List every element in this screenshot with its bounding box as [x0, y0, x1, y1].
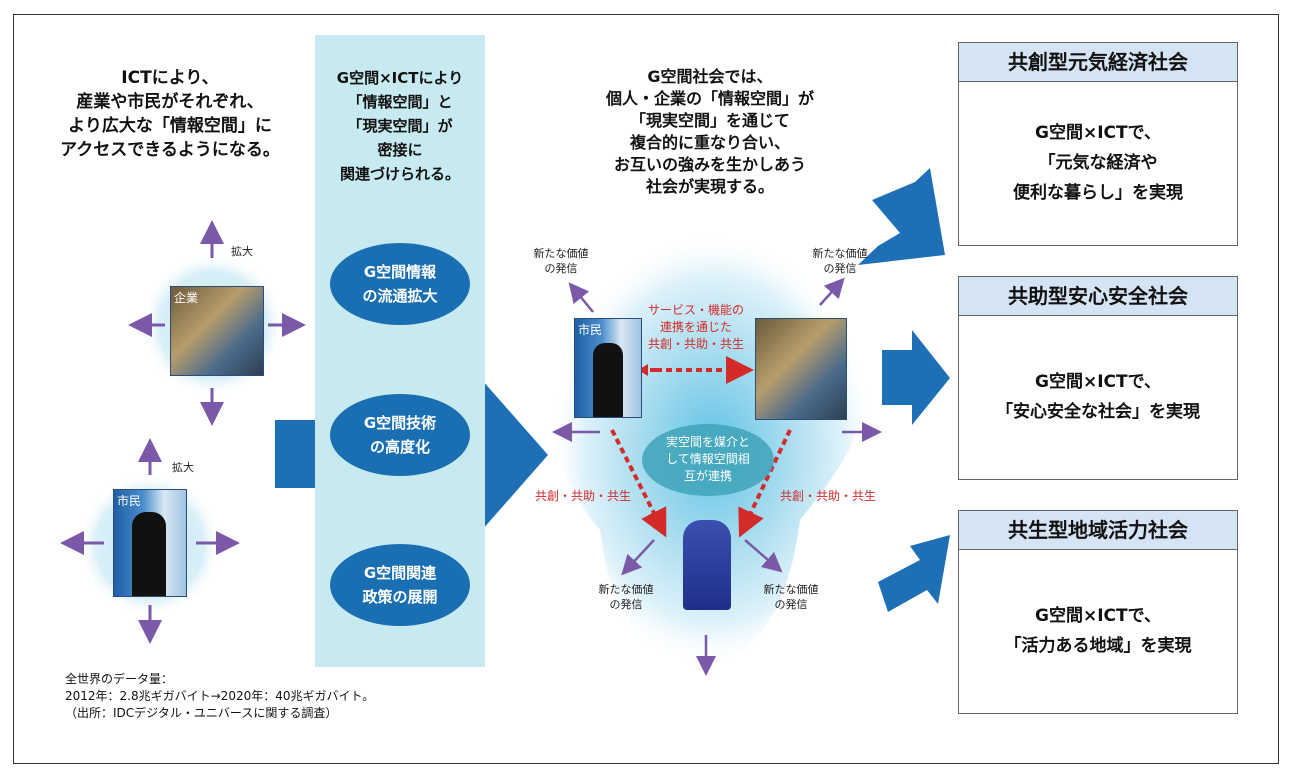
new-value-line: の発信 [823, 262, 857, 275]
center-heading-line: 複合的に重なり合い、 [629, 133, 790, 152]
expand-label-top: 拡大 [231, 245, 253, 258]
center-heading-line: 社会が実現する。 [645, 177, 774, 196]
company-photo: 企業 [170, 286, 264, 376]
data-note-line: 全世界のデータ量： [65, 672, 174, 686]
box-title: 共創型元気経済社会 [959, 43, 1237, 82]
citizen-center-label: 市民 [578, 323, 603, 337]
center-heading-line: G空間社会では、 [647, 67, 773, 86]
box-line: 便利な暮らし」を実現 [1013, 183, 1183, 203]
left-heading-line: 産業や市民がそれぞれ、 [76, 92, 264, 112]
new-value-top-left: 新たな価値 の発信 [518, 246, 604, 276]
result-box-safety: 共助型安心安全社会 G空間×ICTで、 「安心安全な社会」を実現 [958, 276, 1238, 480]
new-value-line: 新たな価値 [533, 247, 589, 260]
oval-line: G空間情報 [363, 263, 437, 281]
left-heading-line: より広大な「情報空間」に [68, 116, 272, 136]
middle-heading-line: 「現実空間」が [347, 117, 453, 135]
box-body: G空間×ICTで、 「活力ある地域」を実現 [959, 550, 1237, 712]
box-line: G空間×ICTで、 [1035, 123, 1161, 143]
center-heading-line: 個人・企業の「情報空間」が [605, 89, 814, 108]
core-ellipse [642, 424, 774, 496]
new-value-line: の発信 [774, 598, 808, 611]
left-heading: ICTにより、 産業や市民がそれぞれ、 より広大な「情報空間」に アクセスできる… [40, 66, 300, 162]
red-links [610, 356, 792, 538]
box-body: G空間×ICTで、 「元気な経済や 便利な暮らし」を実現 [959, 82, 1237, 244]
oval-line: G空間技術 [363, 414, 437, 432]
box-title: 共助型安心安全社会 [959, 277, 1237, 316]
result-box-community: 共生型地域活力社会 G空間×ICTで、 「活力ある地域」を実現 [958, 510, 1238, 714]
oval-line: G空間関連 [363, 564, 437, 582]
oval-line: の高度化 [369, 438, 430, 456]
service-link-line: 共創・共助・共生 [647, 337, 744, 351]
data-note-line: 2012年：2.8兆ギガバイト→2020年：40兆ギガバイト。 [65, 689, 375, 703]
center-heading-line: 「現実空間」を通じて [629, 111, 790, 130]
oval-policy: G空間関連 政策の展開 [330, 544, 470, 626]
new-value-bottom-left: 新たな価値 の発信 [583, 582, 669, 612]
new-value-line: の発信 [609, 598, 643, 611]
citizen-photo-center: 市民 [574, 318, 642, 418]
box-line: G空間×ICTで、 [1035, 372, 1161, 392]
co-label-left: 共創・共助・共生 [534, 489, 631, 503]
oval-line: 政策の展開 [362, 588, 438, 606]
expand-label-bottom: 拡大 [172, 461, 194, 474]
new-value-line: 新たな価値 [812, 247, 868, 260]
box-line: 「活力ある地域」を実現 [1004, 636, 1192, 656]
middle-heading-line: 「情報空間」と [347, 93, 453, 111]
arrow-to-box-3 [878, 535, 950, 612]
oval-line: の流通拡大 [362, 287, 438, 305]
citizen-expand-arrows [60, 438, 240, 644]
center-arrows [552, 277, 882, 676]
arrow-to-box-1 [858, 168, 945, 265]
service-link-line: 連携を通じた [659, 320, 732, 334]
result-box-economy: 共創型元気経済社会 G空間×ICTで、 「元気な経済や 便利な暮らし」を実現 [958, 42, 1238, 246]
arrow-to-box-2 [882, 330, 950, 425]
oval-technology: G空間技術 の高度化 [330, 394, 470, 476]
core-line: して情報空間相 [666, 452, 750, 466]
center-heading: G空間社会では、 個人・企業の「情報空間」が 「現実空間」を通じて 複合的に重な… [560, 66, 860, 198]
new-value-line: 新たな価値 [763, 583, 819, 596]
center-heading-line: お互いの強みを生かしあう [613, 155, 806, 174]
middle-heading-line: G空間×ICTにより [336, 69, 464, 87]
co-label-right: 共創・共助・共生 [779, 489, 876, 503]
left-heading-line: ICTにより、 [121, 68, 219, 88]
citizen-photo-label: 市民 [117, 494, 142, 508]
new-value-bottom-right: 新たな価値 の発信 [748, 582, 834, 612]
new-value-line: の発信 [544, 262, 578, 275]
middle-heading-line: 関連づけられる。 [339, 165, 460, 183]
diagram-frame [13, 14, 1279, 764]
service-link-label: サービス・機能の 連携を通じた 共創・共助・共生 [630, 302, 762, 353]
box-line: 「元気な経済や [1038, 153, 1158, 173]
middle-heading: G空間×ICTにより 「情報空間」と 「現実空間」が 密接に 関連づけられる。 [315, 66, 485, 186]
box-body: G空間×ICTで、 「安心安全な社会」を実現 [959, 316, 1237, 478]
worker-figure [683, 520, 731, 610]
red-arrowhead-left [638, 364, 648, 376]
core-text: 実空間を媒介と して情報空間相 互が連携 [648, 434, 768, 485]
oval-distribution: G空間情報 の流通拡大 [330, 243, 470, 325]
service-link-line: サービス・機能の [647, 303, 744, 317]
data-volume-note: 全世界のデータ量： 2012年：2.8兆ギガバイト→2020年：40兆ギガバイト… [65, 671, 485, 722]
citizen-photo-left: 市民 [113, 489, 187, 597]
box-line: G空間×ICTで、 [1035, 606, 1161, 626]
company-expand-arrows [128, 220, 306, 426]
new-value-line: 新たな価値 [598, 583, 654, 596]
middle-heading-line: 密接に [377, 141, 423, 159]
box-line: 「安心安全な社会」を実現 [996, 402, 1200, 422]
left-heading-line: アクセスできるようになる。 [60, 140, 280, 160]
core-line: 互が連携 [683, 469, 732, 483]
company-photo-center [755, 318, 847, 420]
box-title: 共生型地域活力社会 [959, 511, 1237, 550]
new-value-top-right: 新たな価値 の発信 [797, 246, 883, 276]
core-line: 実空間を媒介と [665, 435, 750, 449]
data-note-line: （出所：IDCデジタル・ユニバースに関する調査） [65, 706, 338, 720]
company-photo-label: 企業 [174, 291, 199, 305]
